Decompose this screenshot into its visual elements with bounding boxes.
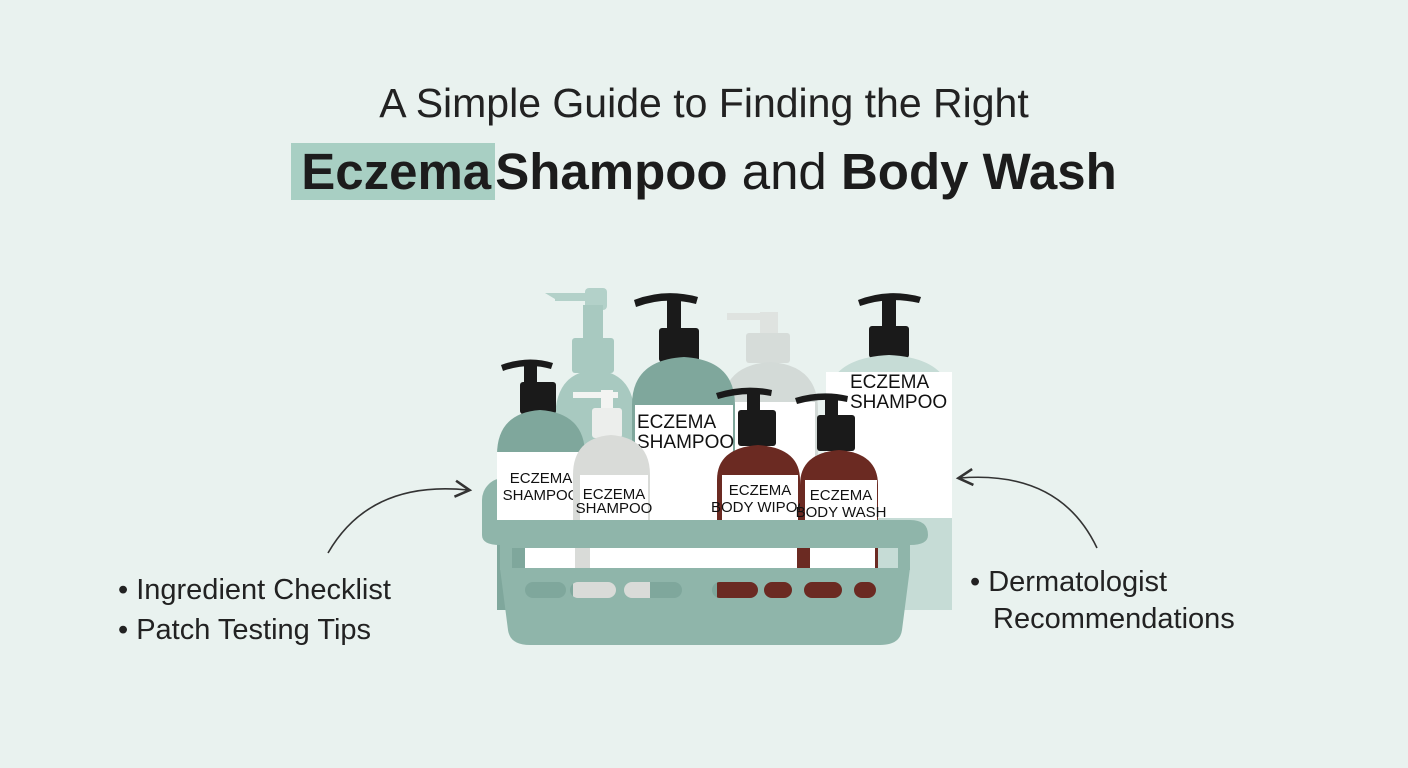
- title-line-1: A Simple Guide to Finding the Right: [379, 80, 1029, 126]
- point-dermatologist: • Dermatologist: [970, 566, 1168, 598]
- svg-text:SHAMPOO: SHAMPOO: [576, 500, 653, 517]
- basket-post-right: [898, 545, 910, 570]
- svg-text:ECZEMA: ECZEMA: [729, 482, 792, 499]
- svg-text:SHAMPOO: SHAMPOO: [503, 487, 580, 504]
- svg-text:BODY WASH: BODY WASH: [796, 504, 887, 521]
- svg-text:ECZEMA: ECZEMA: [637, 412, 717, 433]
- title-body-wash: Body Wash: [840, 143, 1117, 200]
- left-arrow-icon: [327, 479, 473, 554]
- svg-text:ECZEMA: ECZEMA: [510, 470, 573, 487]
- basket-post-left: [500, 545, 512, 570]
- point-patch-testing-tips: • Patch Testing Tips: [118, 614, 372, 646]
- svg-text:SHAMPOO: SHAMPOO: [850, 392, 947, 413]
- svg-text:ECZEMA: ECZEMA: [583, 486, 646, 503]
- title-highlight: Eczema: [291, 143, 496, 200]
- title-and: and: [741, 143, 827, 200]
- point-ingredient-checklist: • Ingredient Checklist: [118, 574, 391, 606]
- svg-text:BODY WIPOO: BODY WIPOO: [711, 499, 809, 516]
- basket: [482, 520, 928, 645]
- title-line-2: EczemaShampoo and Body Wash: [0, 142, 1408, 201]
- svg-text:SHAMPOO: SHAMPOO: [637, 432, 734, 453]
- point-recommendations: Recommendations: [993, 603, 1235, 635]
- title-shampoo: Shampoo: [495, 143, 728, 200]
- right-arrow-icon: [955, 467, 1098, 549]
- svg-text:ECZEMA: ECZEMA: [850, 372, 930, 393]
- svg-text:ECZEMA: ECZEMA: [810, 487, 873, 504]
